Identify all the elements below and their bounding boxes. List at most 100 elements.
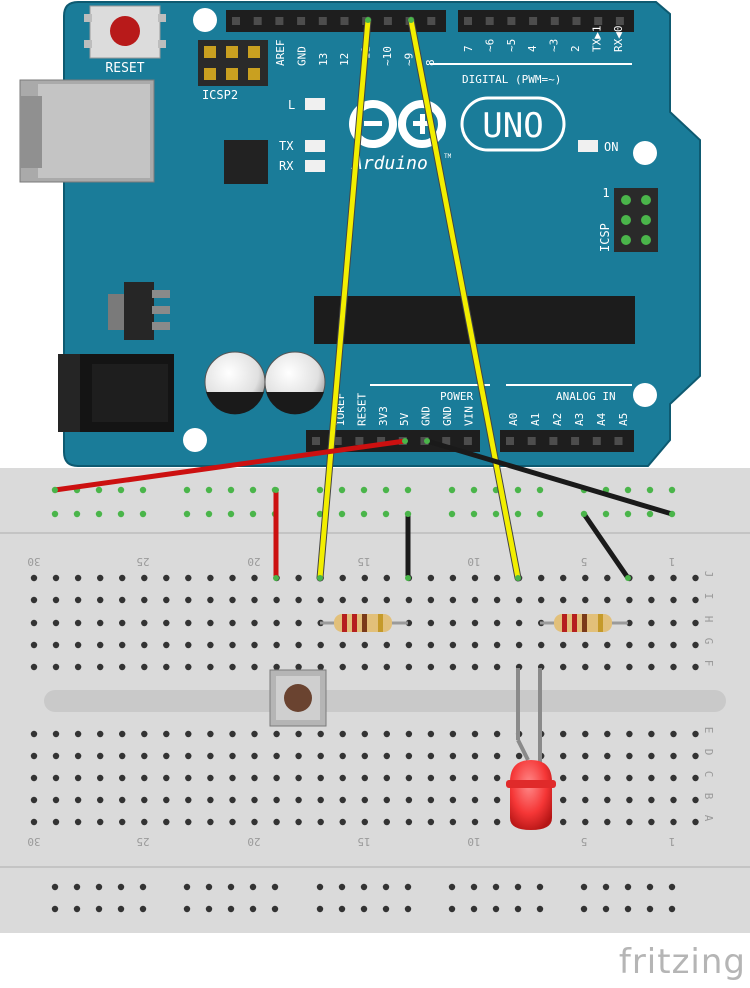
breadboard-hole [648,730,655,738]
breadboard-hole [427,752,435,760]
rail-hole [271,905,279,913]
breadboard-hole [52,641,60,649]
power-pin-label: GND [441,406,454,426]
rail-hole [183,905,191,913]
breadboard-hole [604,663,611,671]
breadboard-hole [163,663,170,671]
rail-hole [668,883,676,891]
breadboard-hole [295,730,302,738]
breadboard-hole [604,796,611,804]
rail-hole [117,510,125,518]
breadboard-hole [74,796,82,804]
wire-end [408,17,414,23]
push-button[interactable] [269,669,327,727]
breadboard-hole [141,774,148,782]
rail-hole [470,510,478,518]
breadboard-hole [251,641,258,649]
reset-button[interactable] [84,5,166,59]
column-number: 5 [581,835,588,848]
rail-hole [602,905,610,913]
mount-hole [193,8,217,32]
uno-badge [460,96,566,152]
rail-hole [404,883,412,891]
mount-hole [633,141,657,165]
digital-label: DIGITAL (PWM=~) [462,73,561,86]
breadboard-hole [119,774,126,782]
breadboard-hole [30,730,38,738]
breadboard-hole [670,796,677,804]
breadboard-hole [273,596,280,604]
breadboard-hole [52,796,60,804]
power-pin-label: RESET [355,393,368,426]
rail-hole [492,883,500,891]
rail-hole [360,905,368,913]
resistor [320,614,408,632]
breadboard-hole [30,641,38,649]
wire-black [581,511,631,581]
rail-hole [602,883,610,891]
breadboard-hole [383,574,390,582]
breadboard-hole [560,574,567,582]
breadboard-hole [295,774,302,782]
rail-hole [205,510,213,518]
breadboard-hole [141,752,148,760]
breadboard-hole [383,663,390,671]
breadboard-hole [670,774,677,782]
header-pin [464,17,472,25]
column-number: 15 [357,555,370,568]
rail-hole [514,883,522,891]
led-l-label: L [288,98,295,112]
breadboard-hole [251,596,258,604]
breadboard-hole [692,641,699,649]
breadboard-hole [52,818,60,826]
wire-end [402,438,408,444]
breadboard-hole [405,774,413,782]
breadboard-hole [604,574,611,582]
breadboard-hole [560,663,567,671]
breadboard-hole [471,663,479,671]
breadboard-hole [163,774,170,782]
breadboard-hole [493,796,501,804]
rail-hole [316,486,324,494]
breadboard-hole [670,596,677,604]
row-letter: B [702,793,715,800]
breadboard-hole [405,818,413,826]
header-pin [318,17,327,25]
breadboard-hole [273,796,280,804]
rail-hole [95,486,103,494]
breadboard-hole [141,641,148,649]
breadboard-hole [119,663,126,671]
led-on [578,140,598,152]
breadboard-hole [119,574,126,582]
digital-pin-label: ~10 [381,46,394,66]
rail-hole [51,905,59,913]
breadboard-hole [30,619,38,627]
breadboard-hole [582,818,589,826]
rail-hole [117,883,125,891]
breadboard-hole [449,663,457,671]
digital-pin-label: 7 [462,45,475,52]
breadboard-hole [30,774,38,782]
header-pin [340,17,349,25]
rail-hole [382,486,390,494]
analog-pin-label: A4 [595,412,608,426]
row-letter: F [702,660,715,667]
breadboard-hole [692,818,699,826]
analog-header [500,430,634,452]
breadboard-hole [207,619,214,627]
breadboard-hole [361,574,368,582]
breadboard-hole [361,774,368,782]
rail-hole [624,883,632,891]
breadboard-hole [339,574,346,582]
breadboard-hole [30,663,38,671]
rail-hole [51,883,59,891]
rail-hole [95,905,103,913]
breadboard-hole [163,574,170,582]
breadboard-hole [692,752,699,760]
header-pin [571,437,580,445]
breadboard-hole [648,752,655,760]
breadboard-hole [493,730,501,738]
led [506,668,556,830]
header-pin [614,437,623,445]
